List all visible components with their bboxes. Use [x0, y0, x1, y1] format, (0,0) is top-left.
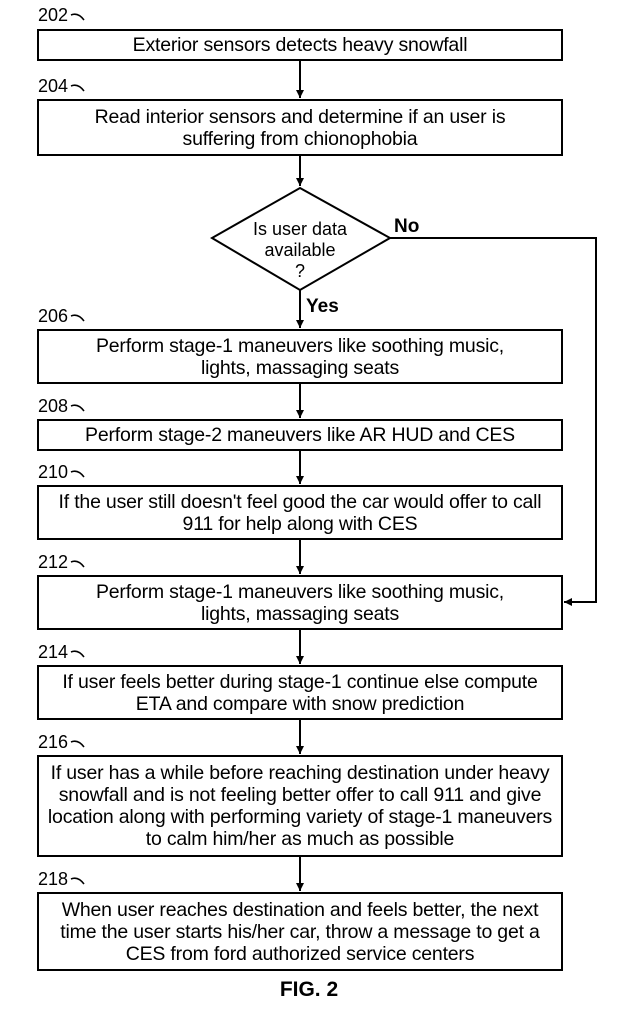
leader-tick-icon [70, 877, 85, 885]
step-text-202: Exterior sensors detects heavy snowfall [132, 34, 468, 56]
leader-tick-icon [70, 560, 85, 568]
step-text-216: If user has a while before reaching dest… [47, 762, 553, 850]
ref-label-218: 218 [38, 869, 69, 889]
leader-tick-icon [70, 314, 85, 322]
leader-tick-icon [70, 650, 85, 658]
ref-label-214: 214 [38, 642, 69, 662]
step-text-206: Perform stage-1 maneuvers like soothing … [95, 334, 505, 379]
leader-tick-icon [70, 470, 85, 478]
decision-text: Is user data available ? [230, 219, 370, 282]
no-branch-label: No [394, 216, 420, 237]
ref-label-210: 210 [38, 462, 69, 482]
leader-tick-icon [70, 404, 85, 412]
step-text-212: Perform stage-1 maneuvers like soothing … [95, 580, 505, 625]
leader-tick-icon [70, 13, 85, 21]
decision-line-1: Is user data [252, 219, 348, 239]
step-text-204: Read interior sensors and determine if a… [94, 105, 506, 150]
leader-tick-icon [70, 740, 85, 748]
decision-line-2: available [264, 240, 336, 260]
leader-tick-icon [70, 84, 85, 92]
step-text-214: If user feels better during stage-1 cont… [62, 670, 538, 715]
figure-label: FIG. 2 [279, 978, 339, 1001]
step-text-210: If the user still doesn't feel good the … [58, 490, 542, 535]
step-box-218 [37, 892, 563, 971]
decision-line-3: ? [294, 261, 305, 281]
connector-no-branch [390, 237, 597, 606]
step-text-218: When user reaches destination and feels … [60, 898, 540, 965]
ref-label-206: 206 [38, 306, 69, 326]
step-text-208: Perform stage-2 maneuvers like AR HUD an… [85, 424, 515, 446]
ref-label-212: 212 [38, 552, 69, 572]
ref-label-208: 208 [38, 396, 69, 416]
ref-label-204: 204 [38, 76, 69, 96]
ref-label-216: 216 [38, 732, 69, 752]
ref-label-202: 202 [38, 5, 69, 25]
yes-branch-label: Yes [306, 296, 339, 317]
